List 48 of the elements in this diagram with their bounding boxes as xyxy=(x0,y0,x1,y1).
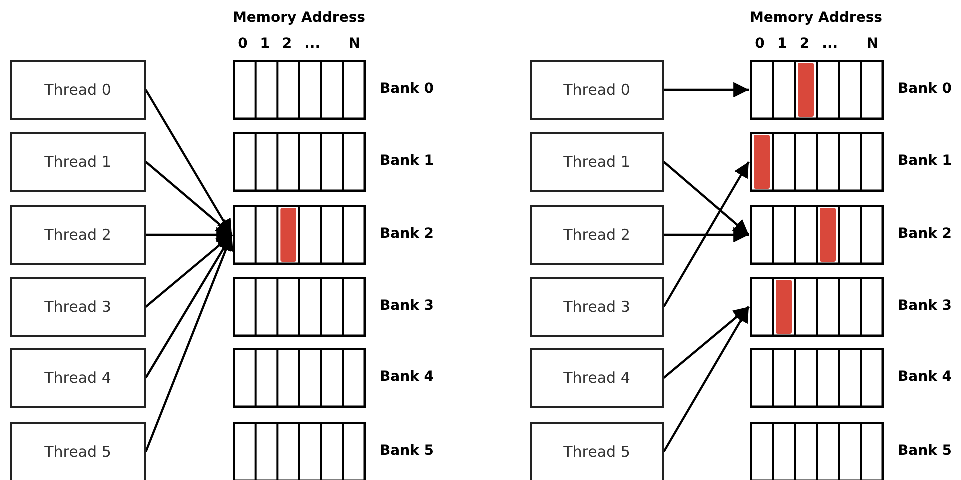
arrow xyxy=(145,161,233,236)
thread-box: Thread 5 xyxy=(530,422,664,480)
column-index: N xyxy=(866,36,879,52)
column-index: 0 xyxy=(755,36,765,52)
column-index: 1 xyxy=(260,36,270,52)
thread-box: Thread 0 xyxy=(530,60,664,120)
column-index: 1 xyxy=(778,36,788,52)
column-index: 2 xyxy=(282,36,292,52)
arrow xyxy=(145,234,233,308)
bank-label: Bank 5 xyxy=(380,443,434,459)
bank-label: Bank 3 xyxy=(380,298,434,314)
arrow xyxy=(145,89,233,236)
thread-box: Thread 3 xyxy=(530,277,664,337)
thread-box: Thread 4 xyxy=(10,348,146,408)
thread-box: Thread 1 xyxy=(530,132,664,192)
axis-title: Memory Address xyxy=(233,10,366,26)
column-index: 0 xyxy=(238,36,248,52)
arrow xyxy=(144,234,234,452)
thread-box: Thread 2 xyxy=(10,205,146,265)
bank-label: Bank 2 xyxy=(898,226,952,242)
bank-label: Bank 1 xyxy=(898,153,952,169)
arrow xyxy=(663,306,750,379)
thread-box: Thread 1 xyxy=(10,132,146,192)
thread-box: Thread 3 xyxy=(10,277,146,337)
bank-label: Bank 0 xyxy=(380,81,434,97)
arrow xyxy=(145,234,233,379)
arrow xyxy=(664,227,749,243)
column-index: N xyxy=(348,36,361,52)
thread-box: Thread 5 xyxy=(10,422,146,480)
column-index: ... xyxy=(822,36,838,52)
bank-label: Bank 4 xyxy=(898,369,952,385)
arrow xyxy=(663,161,750,308)
bank-label: Bank 0 xyxy=(898,81,952,97)
arrow xyxy=(663,161,750,236)
thread-box: Thread 4 xyxy=(530,348,664,408)
bank-label: Bank 4 xyxy=(380,369,434,385)
arrow xyxy=(146,227,232,243)
bank-label: Bank 1 xyxy=(380,153,434,169)
bank-label: Bank 5 xyxy=(898,443,952,459)
column-index: 2 xyxy=(800,36,810,52)
axis-title: Memory Address xyxy=(750,10,882,26)
bank-label: Bank 2 xyxy=(380,226,434,242)
arrow xyxy=(664,82,749,98)
arrow xyxy=(663,306,750,453)
thread-box: Thread 2 xyxy=(530,205,664,265)
bank-label: Bank 3 xyxy=(898,298,952,314)
thread-box: Thread 0 xyxy=(10,60,146,120)
column-index: ... xyxy=(304,36,321,52)
